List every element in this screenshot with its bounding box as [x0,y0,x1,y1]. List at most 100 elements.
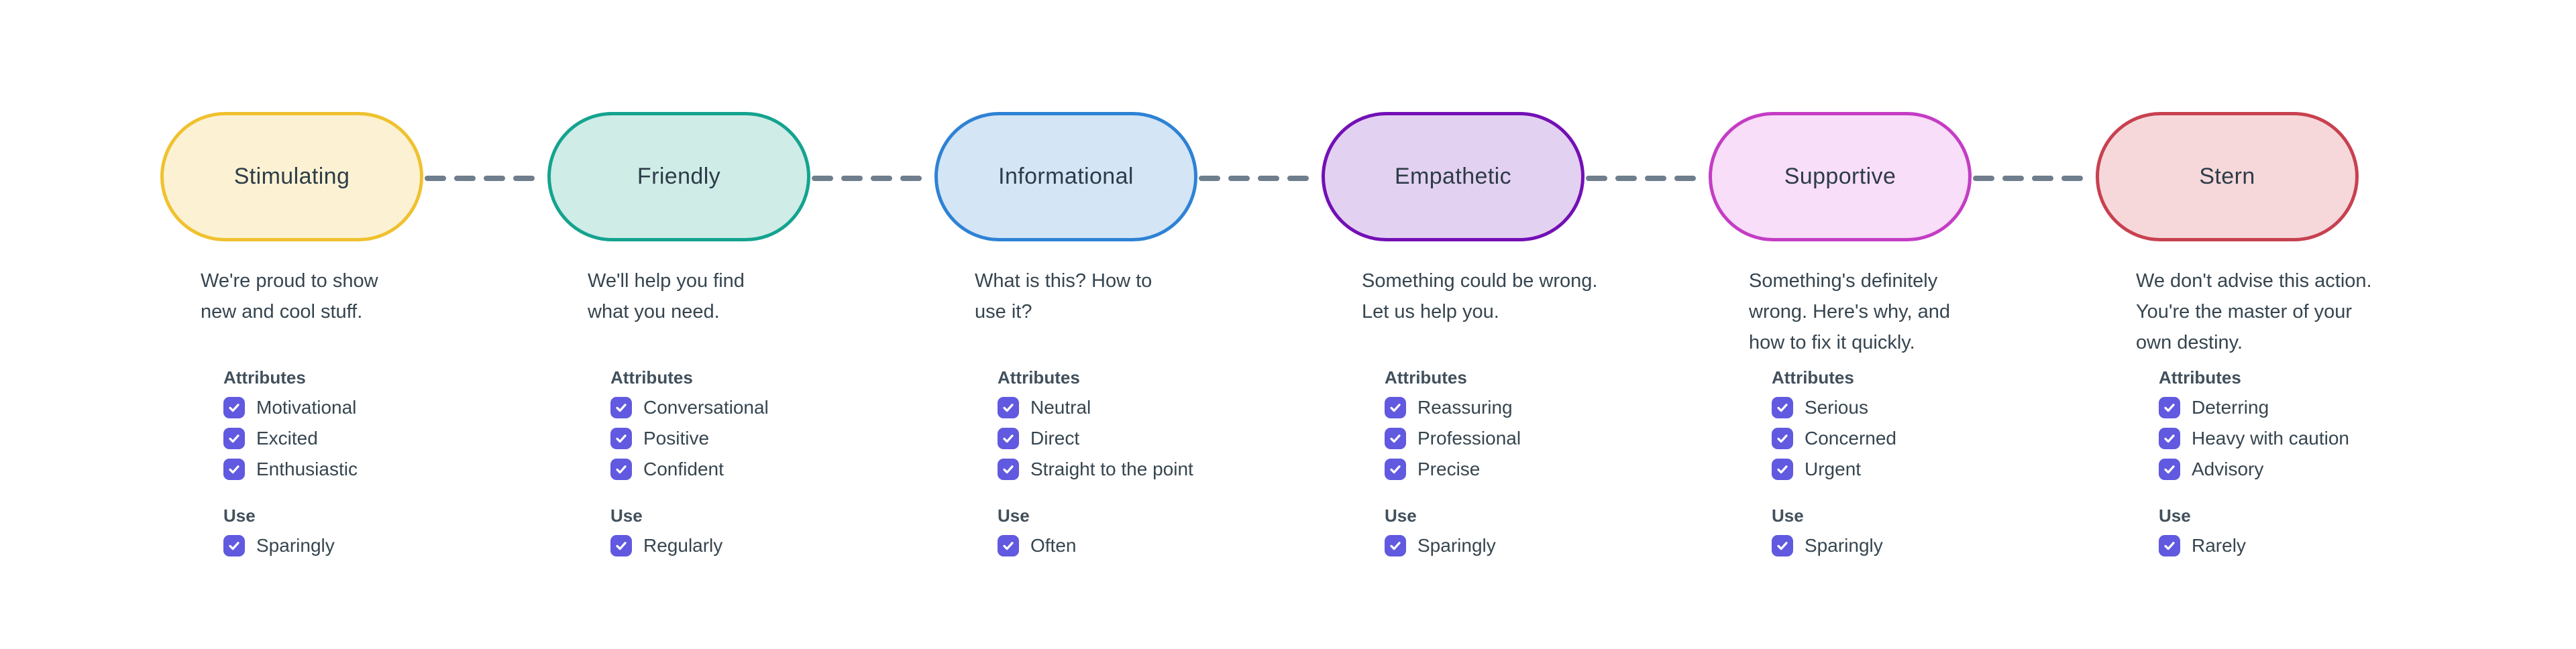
attribute-row[interactable]: Concerned [1772,428,1972,449]
checkbox-checked-icon[interactable] [1385,397,1406,418]
checkbox-checked-icon[interactable] [1385,459,1406,480]
use-heading: Use [610,506,643,526]
attribute-row[interactable]: Serious [1772,397,1972,418]
use-row[interactable]: Regularly [610,535,810,556]
tone-title: Stern [2199,164,2255,189]
use-row[interactable]: Sparingly [1385,535,1585,556]
checkbox-checked-icon[interactable] [1772,428,1793,449]
attribute-label: Serious [1805,397,1868,418]
checkbox-checked-icon[interactable] [1385,535,1406,556]
description-line: We'll help you find [588,270,745,292]
connector-dashed-line [423,174,547,182]
attribute-row[interactable]: Urgent [1772,459,1972,480]
attribute-row[interactable]: Positive [610,428,810,449]
attribute-row[interactable]: Neutral [998,397,1197,418]
tone-pill: Stimulating [160,112,423,241]
tone-description: We don't advise this action. You're the … [2136,266,2372,363]
checkbox-checked-icon[interactable] [610,459,632,480]
checkbox-checked-icon[interactable] [1772,535,1793,556]
tone-column-stern: Stern We don't advise this action. You'r… [2096,112,2372,556]
description-line: new and cool stuff. [201,301,363,322]
attribute-row[interactable]: Conversational [610,397,810,418]
attribute-row[interactable]: Straight to the point [998,459,1197,480]
tone-pill: Friendly [547,112,810,241]
use-value-label: Often [1030,535,1077,556]
use-heading: Use [998,506,1030,526]
checkbox-checked-icon[interactable] [223,535,245,556]
description-line: Something's definitely [1749,270,1938,292]
tone-title: Supportive [1784,164,1896,189]
attribute-label: Deterring [2192,397,2269,418]
checkbox-checked-icon[interactable] [998,459,1019,480]
use-value-label: Regularly [643,535,723,556]
description-line: We don't advise this action. [2136,270,2372,292]
checkbox-checked-icon[interactable] [610,397,632,418]
connector-dashed-line [810,174,934,182]
tone-title: Friendly [637,164,721,189]
checkbox-checked-icon[interactable] [223,428,245,449]
tone-description: Something's definitely wrong. Here's why… [1749,266,1972,363]
checkbox-checked-icon[interactable] [223,459,245,480]
attribute-label: Motivational [256,397,357,418]
attribute-row[interactable]: Professional [1385,428,1585,449]
attributes-heading: Attributes [2159,367,2241,388]
use-value-label: Sparingly [256,535,335,556]
checkbox-checked-icon[interactable] [998,397,1019,418]
use-row[interactable]: Sparingly [1772,535,1972,556]
use-row[interactable]: Sparingly [223,535,423,556]
use-heading: Use [1772,506,1804,526]
attribute-label: Confident [643,459,724,479]
checkbox-checked-icon[interactable] [223,397,245,418]
attribute-label: Conversational [643,397,769,418]
use-row[interactable]: Rarely [2159,535,2359,556]
attribute-row[interactable]: Deterring [2159,397,2359,418]
attribute-row[interactable]: Excited [223,428,423,449]
tone-description: What is this? How to use it? [975,266,1197,363]
attribute-row[interactable]: Heavy with caution [2159,428,2359,449]
connector-dashed-line [1972,174,2096,182]
attribute-row[interactable]: Confident [610,459,810,480]
attributes-heading: Attributes [1385,367,1467,388]
tone-pill: Informational [934,112,1197,241]
description-line: use it? [975,301,1032,322]
checkbox-checked-icon[interactable] [1772,397,1793,418]
checkbox-checked-icon[interactable] [2159,397,2180,418]
use-heading: Use [2159,506,2191,526]
use-heading: Use [1385,506,1417,526]
attribute-row[interactable]: Precise [1385,459,1585,480]
checkbox-checked-icon[interactable] [610,535,632,556]
attribute-label: Neutral [1030,397,1091,418]
use-row[interactable]: Often [998,535,1197,556]
connector-dashed-line [1585,174,1709,182]
attribute-label: Concerned [1805,428,1896,449]
checkbox-checked-icon[interactable] [610,428,632,449]
checkbox-checked-icon[interactable] [998,535,1019,556]
use-heading: Use [223,506,256,526]
attribute-row[interactable]: Reassuring [1385,397,1585,418]
checkbox-checked-icon[interactable] [998,428,1019,449]
checkbox-checked-icon[interactable] [1385,428,1406,449]
checkbox-checked-icon[interactable] [2159,535,2180,556]
connector-dashed-line [1197,174,1322,182]
attribute-row[interactable]: Enthusiastic [223,459,423,480]
attribute-label: Straight to the point [1030,459,1193,479]
tone-column-informational: Informational What is this? How to use i… [934,112,1197,556]
attribute-label: Professional [1417,428,1521,449]
attribute-label: Excited [256,428,318,449]
use-value-label: Sparingly [1805,535,1883,556]
attribute-row[interactable]: Motivational [223,397,423,418]
use-value-label: Sparingly [1417,535,1496,556]
attribute-row[interactable]: Advisory [2159,459,2359,480]
checkbox-checked-icon[interactable] [2159,428,2180,449]
tone-title: Informational [998,164,1134,189]
attribute-label: Enthusiastic [256,459,358,479]
attribute-label: Heavy with caution [2192,428,2350,449]
tone-description: Something could be wrong. Let us help yo… [1362,266,1597,363]
tone-pill: Supportive [1709,112,1972,241]
checkbox-checked-icon[interactable] [2159,459,2180,480]
description-line: We're proud to show [201,270,378,292]
attribute-row[interactable]: Direct [998,428,1197,449]
use-value-label: Rarely [2192,535,2246,556]
tone-pill: Empathetic [1322,112,1585,241]
checkbox-checked-icon[interactable] [1772,459,1793,480]
